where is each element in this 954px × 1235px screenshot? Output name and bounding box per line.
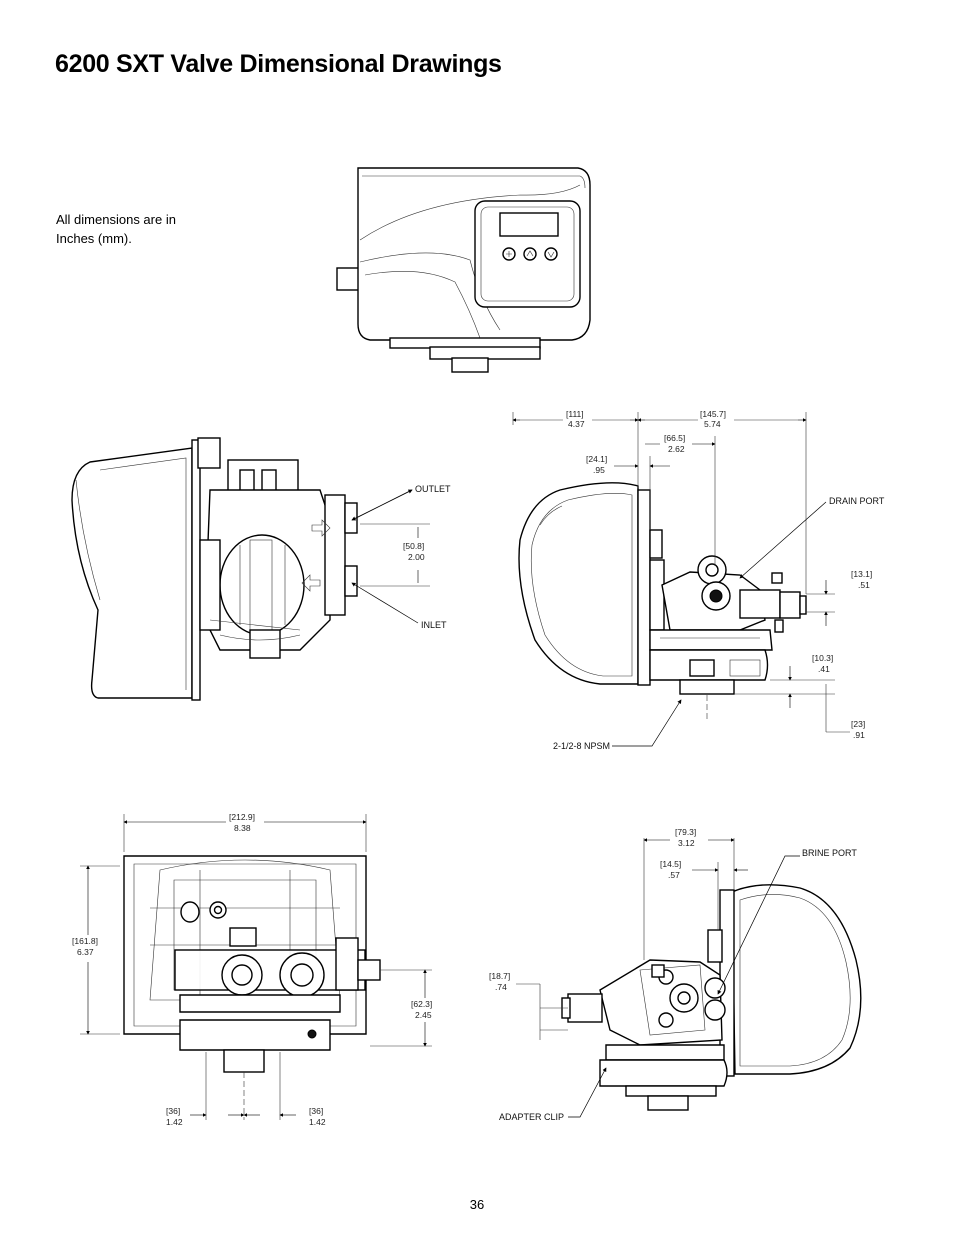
dim-111-mm: [111] bbox=[566, 409, 584, 419]
dim-111-in: 4.37 bbox=[568, 419, 585, 429]
dim-79-mm: [79.3] bbox=[675, 827, 696, 837]
dim-62-in: 2.45 bbox=[415, 1010, 432, 1020]
dim-14-in: .57 bbox=[668, 870, 680, 880]
outlet-label: OUTLET bbox=[415, 484, 451, 494]
dim-23-in: .91 bbox=[853, 730, 865, 740]
adapter-clip-label: ADAPTER CLIP bbox=[499, 1112, 564, 1122]
front-view-drawing bbox=[336, 167, 591, 373]
dim-14-mm: [14.5] bbox=[660, 859, 681, 869]
dim-24-in: .95 bbox=[593, 465, 605, 475]
dim-24-mm: [24.1] bbox=[586, 454, 607, 464]
rear-view-drawing bbox=[123, 855, 381, 1073]
port-spacing-in: 2.00 bbox=[408, 552, 425, 562]
left-view-annotations: [79.3] 3.12 [14.5] .57 BRINE PORT [18.7]… bbox=[489, 827, 857, 1122]
right-view-annotations: [111] 4.37 [145.7] 5.74 [66.5] 2.62 [24.… bbox=[512, 409, 885, 751]
dimensions-note: All dimensions are in Inches (mm). bbox=[56, 212, 176, 246]
dim-36-right-in: 1.42 bbox=[309, 1117, 326, 1127]
dim-13-mm: [13.1] bbox=[851, 569, 872, 579]
page-title: 6200 SXT Valve Dimensional Drawings bbox=[55, 50, 502, 78]
dim-13-in: .51 bbox=[858, 580, 870, 590]
rear-width-in: 8.38 bbox=[234, 823, 251, 833]
dim-66-in: 2.62 bbox=[668, 444, 685, 454]
port-spacing-mm: [50.8] bbox=[403, 541, 424, 551]
dim-62-mm: [62.3] bbox=[411, 999, 432, 1009]
thread-label: 2-1/2-8 NPSM bbox=[553, 741, 610, 751]
dim-23-mm: [23] bbox=[851, 719, 865, 729]
rear-width-mm: [212.9] bbox=[229, 812, 255, 822]
dim-145-in: 5.74 bbox=[704, 419, 721, 429]
dim-36-right-mm: [36] bbox=[309, 1106, 323, 1116]
brine-port-label: BRINE PORT bbox=[802, 848, 857, 858]
right-view-drawing bbox=[518, 482, 807, 695]
dim-36-left-in: 1.42 bbox=[166, 1117, 183, 1127]
dim-79-in: 3.12 bbox=[678, 838, 695, 848]
inlet-label: INLET bbox=[421, 620, 447, 630]
dim-10-in: .41 bbox=[818, 664, 830, 674]
rear-view-annotations: [212.9] 8.38 [161.8] 6.37 [62.3] 2.45 [3… bbox=[72, 812, 432, 1127]
side-view-drawing bbox=[71, 437, 358, 701]
left-view-drawing bbox=[561, 884, 862, 1111]
side-view-annotations: OUTLET INLET [50.8] 2.00 bbox=[351, 484, 451, 630]
page-number: 36 bbox=[469, 1197, 485, 1212]
dim-18-mm: [18.7] bbox=[489, 971, 510, 981]
dim-10-mm: [10.3] bbox=[812, 653, 833, 663]
drain-port-label: DRAIN PORT bbox=[829, 496, 885, 506]
dim-36-left-mm: [36] bbox=[166, 1106, 180, 1116]
dim-145-mm: [145.7] bbox=[700, 409, 726, 419]
rear-height-in: 6.37 bbox=[77, 947, 94, 957]
dim-66-mm: [66.5] bbox=[664, 433, 685, 443]
dim-18-in: .74 bbox=[495, 982, 507, 992]
rear-height-mm: [161.8] bbox=[72, 936, 98, 946]
